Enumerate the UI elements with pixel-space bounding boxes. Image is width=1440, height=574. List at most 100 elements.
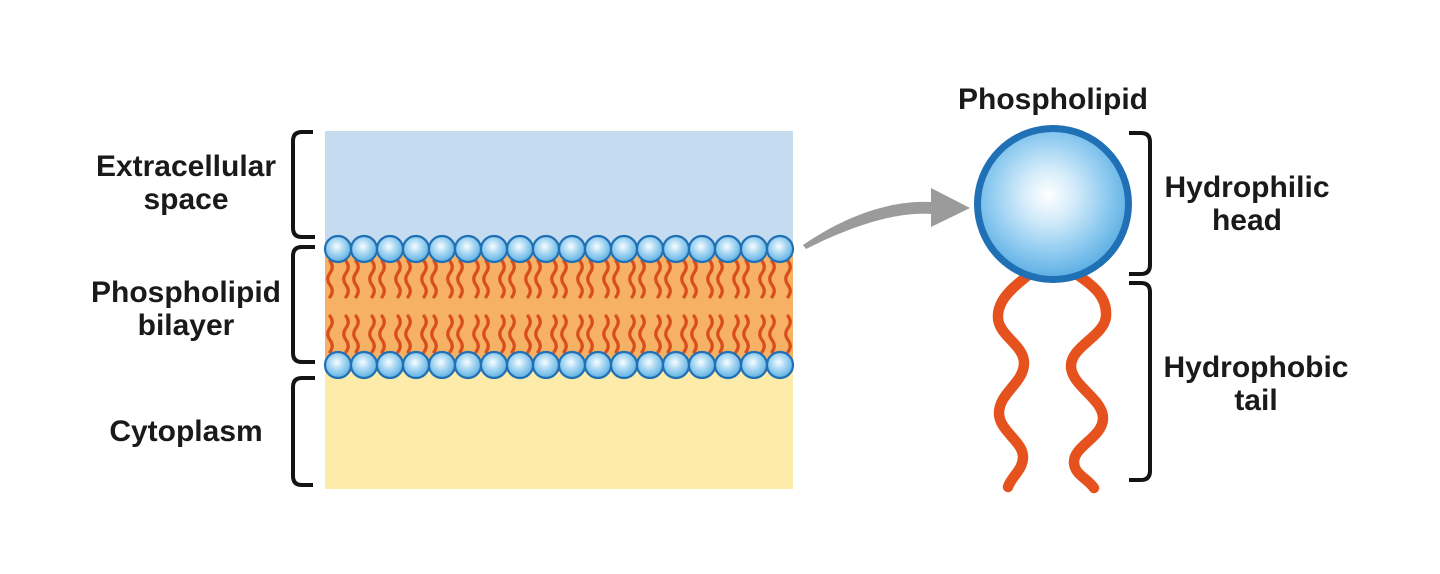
phospholipid-head	[765, 234, 795, 264]
phospholipid-tail	[508, 259, 516, 299]
phospholipid-tail	[524, 259, 532, 299]
phospholipid-tail	[612, 259, 620, 299]
membrane-cross-section	[323, 131, 795, 489]
phospholipid-tail	[550, 314, 558, 354]
phospholipid-head	[739, 350, 769, 380]
phospholipid-head	[583, 234, 613, 264]
phospholipid-head	[427, 350, 457, 380]
phospholipid-head	[505, 350, 535, 380]
phospholipid-tail	[654, 259, 662, 299]
phospholipid-head	[453, 234, 483, 264]
phospholipid-molecule	[974, 125, 1132, 494]
phospholipid-tail	[758, 259, 766, 299]
phospholipid-head	[687, 234, 717, 264]
phospholipid-tail	[550, 259, 558, 299]
phospholipid-head	[635, 350, 665, 380]
label-phospholipid-title: Phospholipid	[958, 83, 1148, 116]
phospholipid-head	[661, 350, 691, 380]
phospholipid-tail	[742, 314, 750, 354]
label-cytoplasm: Cytoplasm	[109, 415, 263, 448]
left-brackets	[291, 130, 315, 487]
phospholipid-tail	[638, 314, 646, 354]
phospholipid-head	[375, 350, 405, 380]
phospholipid-head	[453, 350, 483, 380]
phospholipid-tail	[534, 259, 542, 299]
right-brackets	[1129, 131, 1152, 482]
phospholipid-tail	[576, 314, 584, 354]
phospholipid-tail	[342, 259, 350, 299]
phospholipid-tail	[628, 259, 636, 299]
phospholipid-tail	[628, 314, 636, 354]
bracket-cytoplasm	[291, 376, 315, 487]
phospholipid-head	[583, 350, 613, 380]
bilayer-tails-layer	[326, 259, 792, 354]
phospholipid-head	[323, 234, 353, 264]
phospholipid-tail	[368, 259, 376, 299]
phospholipid-tail	[680, 314, 688, 354]
phospholipid-tail	[638, 259, 646, 299]
phospholipid-tail	[456, 259, 464, 299]
label-hydrophobic-tail: Hydrophobic tail	[1163, 351, 1349, 417]
phospholipid-head	[739, 234, 769, 264]
phospholipid-head	[713, 234, 743, 264]
phospholipid-tail	[680, 259, 688, 299]
phospholipid-tail	[586, 314, 594, 354]
cytoplasm-region	[325, 372, 793, 489]
phospholipid-head	[401, 234, 431, 264]
phospholipid-head	[531, 234, 561, 264]
phospholipid-tail	[430, 259, 438, 299]
phospholipid-tail	[378, 314, 386, 354]
phospholipid-tail	[482, 314, 490, 354]
bracket-hydrophobic-tail	[1129, 281, 1152, 482]
phospholipid-head	[557, 234, 587, 264]
hydrophobic-tail-right	[1065, 268, 1112, 494]
phospholipid-tail	[602, 314, 610, 354]
phospholipid-tail	[732, 259, 740, 299]
phospholipid-tail	[446, 314, 454, 354]
phospholipid-head	[557, 350, 587, 380]
phospholipid-tail	[706, 314, 714, 354]
phospholipid-tail	[446, 259, 454, 299]
phospholipid-tail	[352, 259, 360, 299]
phospholipid-tail	[378, 259, 386, 299]
phospholipid-head	[661, 234, 691, 264]
phospholipid-tail	[654, 314, 662, 354]
phospholipid-tail	[758, 314, 766, 354]
phospholipid-tail	[690, 259, 698, 299]
phospholipid-tail	[498, 259, 506, 299]
phospholipid-tail	[664, 314, 672, 354]
phospholipid-tail	[472, 314, 480, 354]
phospholipid-head	[349, 350, 379, 380]
phospholipid-tail	[586, 259, 594, 299]
phospholipid-tail	[472, 259, 480, 299]
phospholipid-head	[479, 350, 509, 380]
phospholipid-tail	[664, 259, 672, 299]
phospholipid-head	[687, 350, 717, 380]
bracket-bilayer	[291, 245, 315, 364]
phospholipid-head	[635, 234, 665, 264]
phospholipid-head	[479, 234, 509, 264]
phospholipid-tail	[394, 314, 402, 354]
phospholipid-head	[609, 350, 639, 380]
bracket-hydrophilic-head	[1129, 131, 1152, 276]
phospholipid-tail	[498, 314, 506, 354]
phospholipid-head	[427, 234, 457, 264]
phospholipid-tail	[716, 259, 724, 299]
phospholipid-tail	[420, 259, 428, 299]
phospholipid-tail	[602, 259, 610, 299]
phospholipid-tail	[784, 259, 792, 299]
label-extracellular-space: Extracellular space	[95, 150, 277, 216]
phospholipid-head	[531, 350, 561, 380]
phospholipid-tail	[768, 314, 776, 354]
phospholipid-tail	[706, 259, 714, 299]
phospholipid-tail	[560, 314, 568, 354]
phospholipid-tail	[576, 259, 584, 299]
bilayer-heads-layer	[323, 234, 795, 380]
phospholipid-tail	[508, 314, 516, 354]
phospholipid-tail	[482, 259, 490, 299]
phospholipid-head	[609, 234, 639, 264]
label-phospholipid-bilayer: Phospholipid bilayer	[91, 276, 281, 342]
phospholipid-tail	[716, 314, 724, 354]
